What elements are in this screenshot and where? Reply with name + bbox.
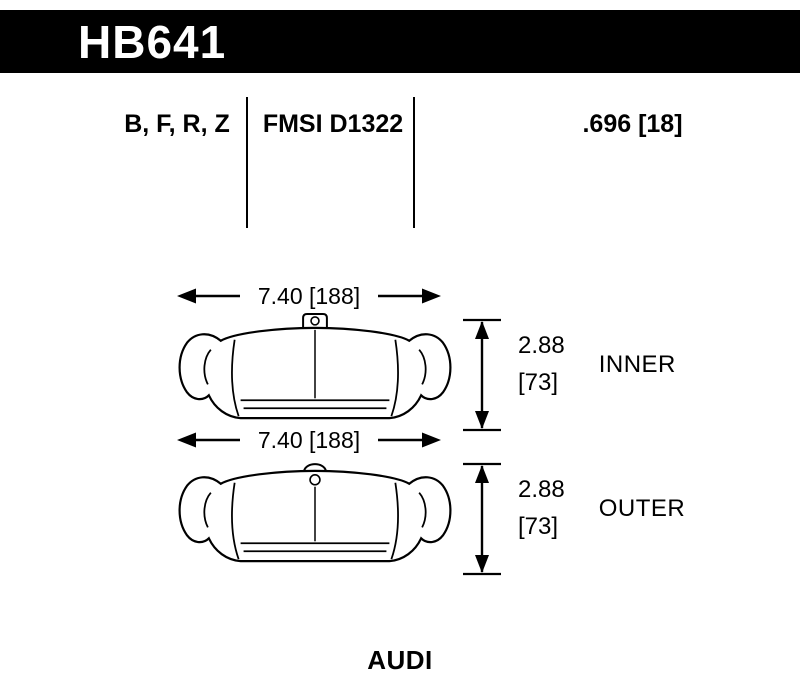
height-values-outer: 2.88 [73] (518, 476, 565, 541)
height-dimension-arrow-inner (463, 318, 501, 432)
height-inches-inner: 2.88 (518, 332, 565, 359)
height-dimension-labels-inner: 2.88 [73] INNER (518, 332, 676, 397)
right-separator (390, 482, 399, 560)
height-dimension-labels-outer: 2.88 [73] OUTER (518, 476, 685, 541)
outer-pad-sensor-hole (309, 474, 321, 486)
outer-pad-drawing (178, 463, 452, 563)
inner-pad-drawing (178, 312, 452, 420)
left-ear-curve (203, 349, 212, 385)
outer-pad-outline (178, 469, 452, 563)
spec-divider-2 (413, 97, 415, 228)
left-ear-curve (203, 492, 212, 528)
arrow-right-icon (378, 288, 441, 304)
pad-thickness: .696 [18] (582, 110, 683, 138)
height-mm-outer: [73] (518, 513, 559, 540)
width-dimension-value-inner: 7.40 [188] (257, 282, 361, 309)
pad-position-label-outer: OUTER (598, 494, 686, 522)
right-ear-curve (418, 492, 427, 528)
arrow-up-icon (475, 321, 489, 339)
pad-position-label-inner: INNER (598, 350, 676, 378)
arrow-right-icon (378, 432, 441, 448)
arrow-down-icon (475, 555, 489, 573)
right-ear-curve (418, 349, 427, 385)
left-separator (231, 339, 240, 417)
arrow-left-icon (177, 288, 240, 304)
outer-pad-top-dome (303, 463, 327, 472)
width-dimension-outer: 7.40 [188] (176, 426, 442, 453)
arrow-up-icon (475, 465, 489, 483)
left-separator (231, 482, 240, 560)
height-mm-inner: [73] (518, 369, 559, 396)
header-bar: HB641 (0, 10, 800, 73)
fmsi-number: FMSI D1322 (262, 110, 404, 138)
width-dimension-inner: 7.40 [188] (176, 282, 442, 309)
vehicle-make: AUDI (367, 645, 433, 675)
inner-pad-top-tab (302, 312, 328, 328)
part-number: HB641 (78, 15, 227, 68)
right-separator (390, 339, 399, 417)
inner-pad-outline (178, 326, 452, 420)
compound-codes: B, F, R, Z (124, 110, 230, 138)
height-dimension-arrow-outer (463, 462, 501, 576)
width-dimension-value-outer: 7.40 [188] (257, 426, 361, 453)
height-values-inner: 2.88 [73] (518, 332, 565, 397)
arrow-left-icon (177, 432, 240, 448)
height-inches-outer: 2.88 (518, 476, 565, 503)
spec-divider-1 (246, 97, 248, 228)
arrow-down-icon (475, 411, 489, 429)
inner-pad-tab-hole (310, 316, 320, 326)
